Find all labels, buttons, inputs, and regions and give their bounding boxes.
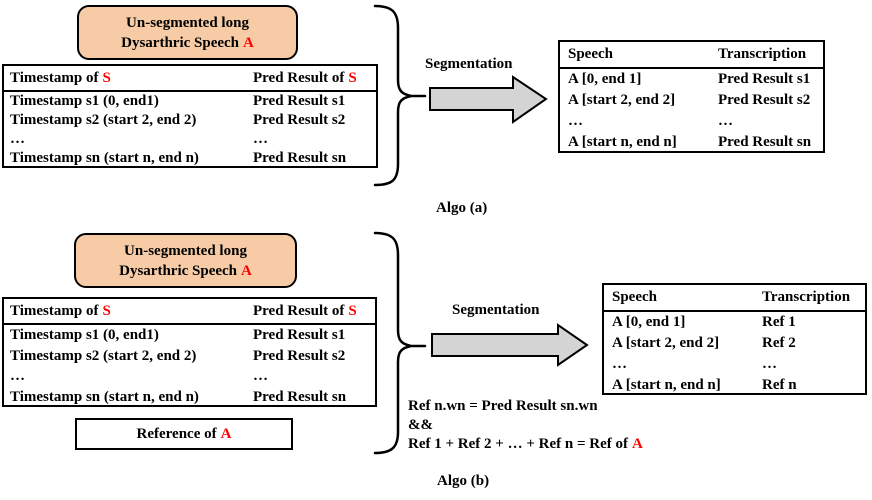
algo-b-constraints: Ref n.wn = Pred Result sn.wn && Ref 1 + … — [408, 397, 643, 454]
table-row: A [start n, end n] Pred Result sn — [568, 134, 812, 150]
segmentation-label: Segmentation — [425, 56, 513, 72]
table-row: A [start 2, end 2] Ref 2 — [612, 335, 796, 351]
header-cell: Speech — [568, 46, 613, 62]
segmentation-label: Segmentation — [452, 302, 540, 318]
table-row: A [0, end 1] Pred Result s1 — [568, 71, 811, 87]
speech-id-accent: A — [220, 426, 232, 442]
algo-b-output-table: Speech Transcription A [0, end 1] Ref 1 … — [602, 283, 867, 395]
right-arrow-icon — [429, 75, 548, 124]
table-row-ellipsis: … … — [10, 368, 268, 384]
table-row: Timestamp sn (start n, end n) Pred Resul… — [10, 388, 347, 405]
table-row-ellipsis: … … — [10, 131, 268, 147]
curly-brace-icon — [373, 4, 427, 187]
curly-brace-icon — [373, 231, 427, 455]
table-row: Timestamp sn (start n, end n) Pred Resul… — [10, 150, 347, 166]
table-header-row: Speech Transcription — [560, 42, 823, 69]
source-box-line1: Un-segmented long — [124, 242, 247, 259]
constraint-line1: Ref n.wn = Pred Result sn.wn — [408, 398, 598, 414]
speech-id-accent: A — [241, 262, 252, 279]
table-row: A [0, end 1] Ref 1 — [612, 314, 796, 330]
header-cell: Transcription — [718, 46, 807, 62]
table-row: A [start 2, end 2] Pred Result s2 — [568, 92, 811, 108]
right-arrow-icon — [431, 323, 589, 367]
header-cell: Speech — [612, 289, 657, 305]
table-row-ellipsis: … … — [612, 356, 777, 372]
table-row: A [start n, end n] Ref n — [612, 377, 797, 393]
speech-id-accent: A — [631, 436, 643, 452]
algo-a-caption: Algo (a) — [436, 200, 488, 216]
header-cell: Transcription — [762, 289, 851, 305]
algo-a-output-table: Speech Transcription A [0, end 1] Pred R… — [558, 40, 825, 153]
speech-id-accent: A — [243, 34, 254, 51]
algo-b-caption: Algo (b) — [437, 473, 490, 489]
table-row: Timestamp s1 (0, end1) Pred Result s1 — [10, 93, 346, 109]
table-row-ellipsis: … … — [568, 113, 733, 129]
table-row: Timestamp s1 (0, end1) Pred Result s1 — [10, 327, 346, 343]
source-box-line1: Un-segmented long — [126, 14, 249, 31]
constraint-line2: && — [408, 417, 433, 433]
table-row: Timestamp s2 (start 2, end 2) Pred Resul… — [10, 347, 346, 364]
table-row: Timestamp s2 (start 2, end 2) Pred Resul… — [10, 112, 346, 128]
table-header-row: Speech Transcription — [604, 285, 865, 312]
